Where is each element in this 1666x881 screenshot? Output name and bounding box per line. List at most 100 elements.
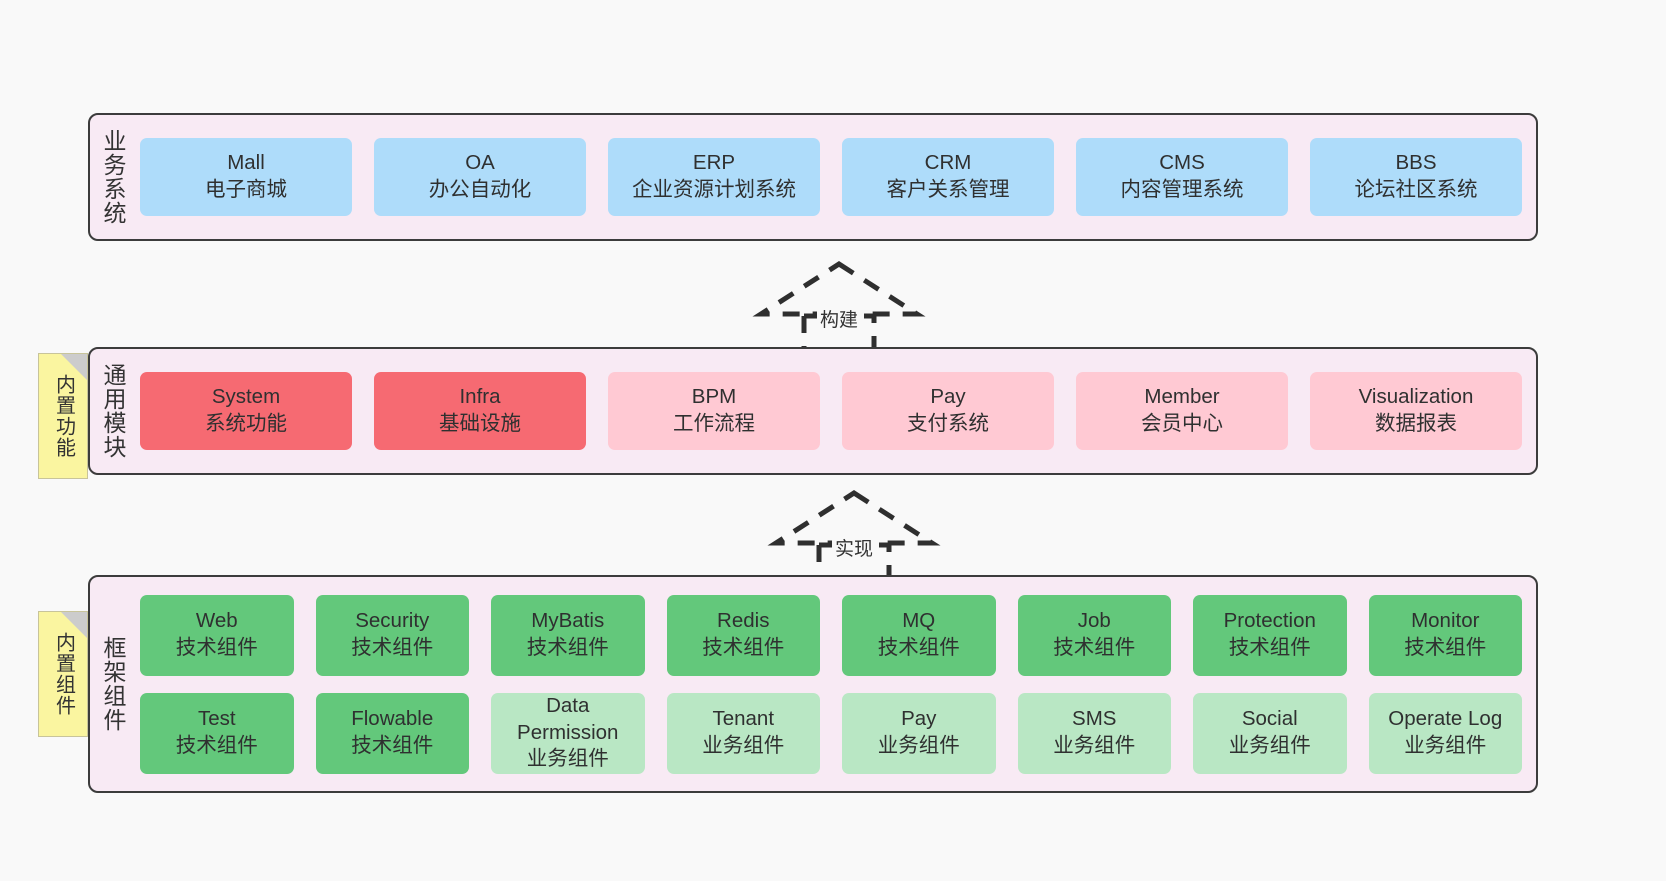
common-card-title: Visualization (1358, 385, 1474, 409)
business-card-title: CMS (1159, 151, 1205, 175)
business-card-row: Mall 电子商城 OA 办公自动化 ERP 企业资源计划系统 CRM 客户关系管理 CMS 内容… (140, 138, 1522, 216)
framework-biz-card-title: Data Permission (517, 694, 619, 744)
arrow-implement-icon (767, 490, 941, 586)
arrow-build: 构建 (746, 258, 932, 357)
framework-biz-card-subtitle: 业务组件 (1053, 734, 1136, 757)
framework-biz-card-title: Social (1241, 707, 1298, 731)
note-built-in-functions-text: 内置功能 (52, 374, 75, 458)
business-card-subtitle: 电子商城 (205, 178, 287, 201)
framework-tech-card-title: Security (355, 609, 430, 633)
common-card-subtitle: 系统功能 (205, 412, 287, 435)
framework-tech-card[interactable]: Security 技术组件 (315, 594, 469, 676)
framework-biz-card[interactable]: Tenant 业务组件 (666, 692, 820, 774)
framework-tech-card-title: Redis (717, 609, 770, 633)
business-card-title: ERP (692, 151, 736, 175)
framework-tech-card[interactable]: MQ 技术组件 (842, 594, 996, 676)
layer-business-systems: 业务系统 Mall 电子商城 OA 办公自动化 ERP 企业资源计划系统 CRM 客户关系管理… (88, 113, 1538, 241)
business-card-subtitle: 企业资源计划系统 (632, 178, 796, 201)
business-card[interactable]: OA 办公自动化 (374, 138, 586, 216)
framework-biz-card-subtitle: 技术组件 (175, 734, 258, 757)
framework-tech-card[interactable]: Monitor 技术组件 (1368, 594, 1522, 676)
layer-business-label: 业务系统 (100, 129, 127, 225)
framework-tech-card-subtitle: 技术组件 (1404, 636, 1487, 659)
framework-biz-card-subtitle: 业务组件 (1404, 734, 1487, 757)
framework-biz-card[interactable]: Test 技术组件 (140, 692, 294, 774)
framework-biz-card-title: Test (197, 707, 236, 731)
framework-tech-card-subtitle: 技术组件 (702, 636, 785, 659)
business-card[interactable]: ERP 企业资源计划系统 (608, 138, 820, 216)
layer-common-modules: 通用模块 System 系统功能 Infra 基础设施 BPM 工作流程 Pay 支付系统 Me… (88, 347, 1538, 475)
common-card-title: Pay (930, 385, 966, 409)
framework-tech-card-title: Protection (1223, 609, 1316, 633)
framework-biz-card-subtitle: 业务组件 (526, 747, 609, 771)
layer-framework-label: 框架组件 (100, 636, 127, 732)
business-card-title: CRM (924, 151, 972, 175)
common-card-row: System 系统功能 Infra 基础设施 BPM 工作流程 Pay 支付系统 Member 会… (140, 372, 1522, 450)
framework-biz-card-subtitle: 业务组件 (702, 734, 785, 757)
framework-tech-card-title: Monitor (1411, 609, 1480, 633)
common-card-title: Infra (459, 385, 501, 409)
framework-tech-card-subtitle: 技术组件 (1053, 636, 1136, 659)
common-card-subtitle: 支付系统 (907, 412, 989, 435)
business-card[interactable]: Mall 电子商城 (140, 138, 352, 216)
framework-biz-card-title: Operate Log (1388, 707, 1503, 731)
framework-biz-card[interactable]: Flowable 技术组件 (315, 692, 469, 774)
framework-tech-card-subtitle: 技术组件 (526, 636, 609, 659)
framework-biz-card-title: SMS (1072, 707, 1117, 731)
common-card-subtitle: 工作流程 (673, 412, 755, 435)
framework-biz-card[interactable]: Social 业务组件 (1193, 692, 1347, 774)
note-built-in-functions: 内置功能 (38, 353, 88, 479)
layer-common-label: 通用模块 (100, 363, 127, 459)
business-card-subtitle: 内容管理系统 (1120, 178, 1244, 201)
business-card-subtitle: 办公自动化 (428, 178, 532, 201)
framework-tech-card-subtitle: 技术组件 (351, 636, 434, 659)
framework-biz-card[interactable]: SMS 业务组件 (1017, 692, 1171, 774)
business-card-title: OA (465, 151, 495, 175)
business-card-title: Mall (227, 151, 265, 175)
framework-tech-card-title: Job (1077, 609, 1111, 633)
framework-biz-card-subtitle: 业务组件 (877, 734, 960, 757)
common-card-subtitle: 基础设施 (439, 412, 521, 435)
common-card[interactable]: Member 会员中心 (1076, 372, 1288, 450)
common-card-title: Member (1144, 385, 1220, 409)
common-card[interactable]: Infra 基础设施 (374, 372, 586, 450)
framework-tech-card[interactable]: MyBatis 技术组件 (491, 594, 645, 676)
arrow-implement: 实现 (761, 487, 947, 586)
common-card-title: BPM (691, 385, 737, 409)
business-card-title: BBS (1395, 151, 1437, 175)
common-card-title: System (211, 385, 281, 409)
framework-biz-card-subtitle: 业务组件 (1228, 734, 1311, 757)
business-card-subtitle: 论坛社区系统 (1354, 178, 1478, 201)
note-built-in-components-text: 内置组件 (52, 632, 75, 716)
framework-biz-card-title: Tenant (712, 707, 775, 731)
common-cards-area: System 系统功能 Infra 基础设施 BPM 工作流程 Pay 支付系统 Member 会… (136, 349, 1536, 473)
arrow-build-icon (752, 261, 926, 357)
framework-biz-card-subtitle: 技术组件 (351, 734, 434, 757)
common-card[interactable]: BPM 工作流程 (608, 372, 820, 450)
framework-tech-card[interactable]: Job 技术组件 (1017, 594, 1171, 676)
common-card-subtitle: 会员中心 (1141, 412, 1223, 435)
framework-tech-card[interactable]: Redis 技术组件 (666, 594, 820, 676)
framework-tech-card-subtitle: 技术组件 (877, 636, 960, 659)
business-card[interactable]: CRM 客户关系管理 (842, 138, 1054, 216)
business-cards-area: Mall 电子商城 OA 办公自动化 ERP 企业资源计划系统 CRM 客户关系管理 CMS 内容… (136, 115, 1536, 239)
business-card-subtitle: 客户关系管理 (886, 178, 1010, 201)
business-card[interactable]: BBS 论坛社区系统 (1310, 138, 1522, 216)
framework-tech-card-subtitle: 技术组件 (175, 636, 258, 659)
common-card[interactable]: Pay 支付系统 (842, 372, 1054, 450)
framework-tech-card-title: MQ (902, 609, 936, 633)
business-card[interactable]: CMS 内容管理系统 (1076, 138, 1288, 216)
framework-biz-card[interactable]: Data Permission 业务组件 (491, 692, 645, 774)
common-card[interactable]: System 系统功能 (140, 372, 352, 450)
framework-biz-card-title: Flowable (351, 707, 434, 731)
framework-tech-card-title: MyBatis (531, 609, 605, 633)
framework-biz-card[interactable]: Operate Log 业务组件 (1368, 692, 1522, 774)
